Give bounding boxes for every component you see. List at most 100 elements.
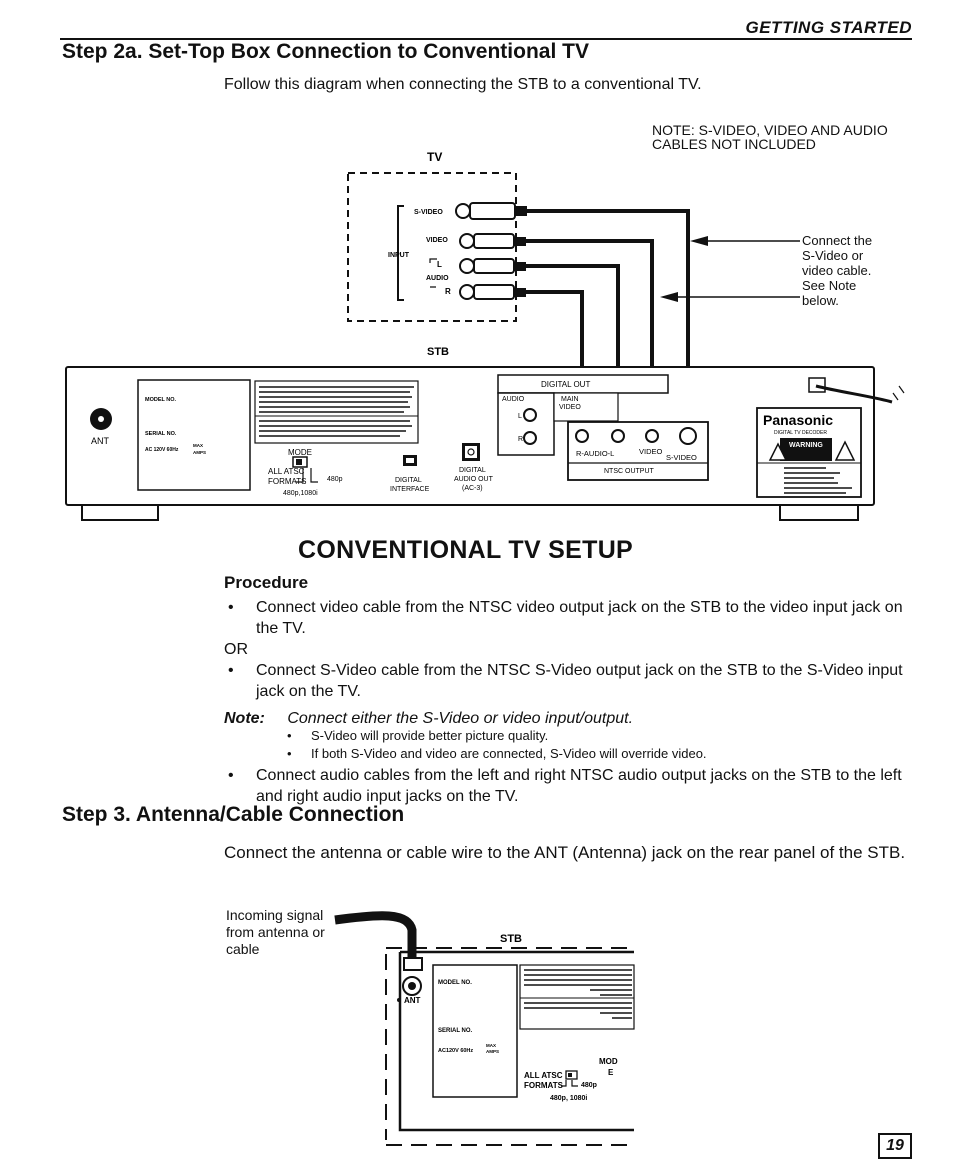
mode-2-line2: E <box>608 1068 614 1077</box>
model-plate <box>137 379 251 491</box>
ntsc-svideo-label: S-VIDEO <box>666 453 697 462</box>
note-line: Note: Connect either the S-Video or vide… <box>224 708 633 729</box>
formats-label: FORMATS <box>268 477 307 486</box>
diagram-note-line2: CABLES NOT INCLUDED <box>652 136 816 152</box>
connection-cables <box>526 209 690 390</box>
max-label: MAX <box>193 443 203 448</box>
main-video-panel <box>553 392 619 422</box>
warning-triangle-left-icon <box>768 442 788 461</box>
amps-label: AMPS <box>193 450 206 455</box>
procedure-title: Procedure <box>224 573 309 592</box>
note-label: Note: <box>224 710 265 727</box>
all-atsc-2: ALL ATSC <box>524 1071 563 1080</box>
bullet-marker: • <box>228 599 234 616</box>
main-label: MAIN <box>561 396 579 403</box>
input-bracket <box>397 205 404 301</box>
tv-r-label: R <box>445 287 451 296</box>
callout-line-4: See Note <box>802 278 857 293</box>
bullet-text-2: Connect S-Video cable from the NTSC S-Vi… <box>256 662 903 700</box>
svg-text:L: L <box>518 413 522 420</box>
note-text: Connect either the S-Video or video inpu… <box>287 710 634 727</box>
step2a-intro: Follow this diagram when connecting the … <box>224 76 702 93</box>
bullet-item-3: • Connect audio cables from the left and… <box>228 765 918 807</box>
callout-line-1: Connect the <box>802 233 873 248</box>
bullet-item-2: • Connect S-Video cable from the NTSC S-… <box>228 660 918 702</box>
fmt-480p-label: 480p <box>327 476 343 483</box>
ant2-label: ANT <box>404 996 421 1005</box>
amps-2: AMPS <box>486 1049 499 1054</box>
fmt-480p-1080i-2: 480p, 1080i <box>550 1095 587 1102</box>
power-label: AC 120V 60Hz <box>145 447 179 453</box>
sub-bullet-marker: • <box>287 746 292 761</box>
stb2-panel <box>398 950 634 1132</box>
digital-interface-label-2: INTERFACE <box>390 486 430 493</box>
incoming-line-2: from antenna or <box>226 924 325 940</box>
brand-sub: DIGITAL TV DECODER <box>774 430 827 436</box>
warning-label: WARNING <box>789 442 823 449</box>
tv-l-label: L <box>437 260 442 269</box>
bullet-text-1: Connect video cable from the NTSC video … <box>256 599 903 637</box>
tv-input-label: INPUT <box>388 252 410 259</box>
incoming-signal-label: Incoming signal from antenna or cable <box>226 907 325 958</box>
fmt-480p-1080i-label: 480p,1080i <box>283 490 318 497</box>
setup-title: CONVENTIONAL TV SETUP <box>298 536 634 564</box>
digital-audio-out-label-1: DIGITAL <box>459 467 486 474</box>
fcc-fine-print <box>255 386 418 437</box>
sub-bullet-text-2: If both S-Video and video are connected,… <box>311 746 707 761</box>
power-2: AC120V 60Hz <box>438 1048 473 1054</box>
incoming-line-3: cable <box>226 941 260 957</box>
sub-bullet-text-1: S-Video will provide better picture qual… <box>311 728 549 743</box>
warning-box <box>780 438 832 461</box>
antenna-connection-diagram: STB ANT MODEL NO. SERIAL NO. AC120V 60Hz… <box>334 911 635 1146</box>
svg-text:R: R <box>518 436 523 443</box>
model-plate-2 <box>432 964 518 1098</box>
max-2: MAX <box>486 1043 496 1048</box>
tv-audio-label: AUDIO <box>426 275 449 282</box>
warning-triangle-right-icon <box>834 440 856 461</box>
model-no-label: MODEL NO. <box>145 397 177 403</box>
tv-audio-r-jack <box>459 284 526 300</box>
callout-line-2: S-Video or <box>802 248 864 263</box>
all-atsc-label: ALL ATSC <box>268 467 305 476</box>
sub-bullet-2: • If both S-Video and video are connecte… <box>287 745 907 763</box>
brand-name: Panasonic <box>763 412 833 428</box>
mode-label: MODE <box>288 448 312 457</box>
tv-audio-l-jack <box>459 258 526 274</box>
sub-bullet-marker: • <box>287 728 292 743</box>
power-cord <box>815 384 893 404</box>
digital-audio-out-label-3: (AC-3) <box>462 485 483 492</box>
audio-panel-label: AUDIO <box>502 396 525 403</box>
tv-video-jack <box>459 233 526 249</box>
callout-line-5: below. <box>802 293 839 308</box>
header-rule <box>60 38 912 40</box>
bullet-marker: • <box>228 662 234 679</box>
audio-panel <box>497 392 555 456</box>
bullet-text-3: Connect audio cables from the left and r… <box>256 767 902 805</box>
ntsc-video-label: VIDEO <box>639 447 663 456</box>
diagram-note-line1: NOTE: S-VIDEO, VIDEO AND AUDIO <box>652 122 888 138</box>
step3-text: Connect the antenna or cable wire to the… <box>224 843 906 862</box>
stb-tv-connection-diagram: TV INPUT S-VIDEO VIDEO AUDIO L R <box>65 150 905 521</box>
page-number: 19 <box>878 1133 912 1159</box>
ant-label: ANT <box>91 436 110 446</box>
formats-2: FORMATS <box>524 1081 564 1090</box>
r-audio-l-label: R-AUDIO-L <box>576 449 614 458</box>
bullet-item-1: • Connect video cable from the NTSC vide… <box>228 597 918 639</box>
serial-no-label: SERIAL NO. <box>145 431 177 437</box>
diagram-note: NOTE: S-VIDEO, VIDEO AND AUDIO CABLES NO… <box>652 123 888 151</box>
model-no-2: MODEL NO. <box>438 980 472 986</box>
or-label: OR <box>224 641 248 658</box>
mode-2-line1: MOD <box>599 1057 618 1066</box>
digital-out-label: DIGITAL OUT <box>541 380 590 389</box>
tv-svideo-label: S-VIDEO <box>414 209 443 216</box>
stb2-label: STB <box>500 933 522 945</box>
tv-svideo-jack <box>455 202 527 220</box>
incoming-line-1: Incoming signal <box>226 907 324 923</box>
fcc-fine-print-2 <box>520 969 634 1019</box>
callout-text: Connect the S-Video or video cable. See … <box>802 233 872 308</box>
fmt-480p-2: 480p <box>581 1082 597 1089</box>
antenna-cable <box>334 911 417 960</box>
tv-video-label: VIDEO <box>426 237 448 244</box>
serial-no-2: SERIAL NO. <box>438 1028 473 1034</box>
tv-outline <box>347 172 517 322</box>
